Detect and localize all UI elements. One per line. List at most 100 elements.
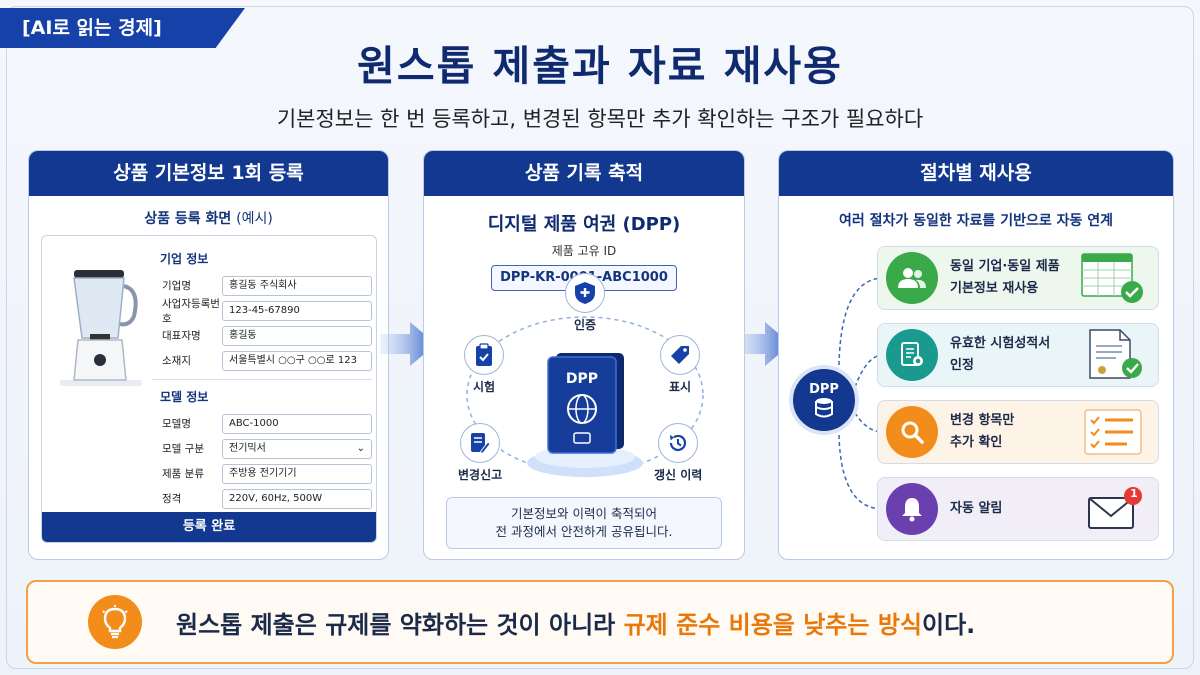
document-seal-icon (1078, 327, 1148, 383)
registration-screen-title: 상품 등록 화면 (예시) (29, 208, 388, 228)
registration-screen-title-text: 상품 등록 화면 (144, 211, 232, 227)
card-line2: 기본정보 재사용 (950, 281, 1039, 296)
passport-label: DPP (566, 371, 598, 387)
page-title: 원스톱 제출과 자료 재사용 (357, 42, 843, 90)
checklist-icon (1078, 404, 1148, 460)
node-change-label: 변경신고 (458, 468, 503, 482)
field-label: 정격 (162, 493, 182, 505)
rating-input[interactable]: 220V, 60Hz, 500W (222, 488, 372, 509)
page-subtitle: 기본정보는 한 번 등록하고, 변경된 항목만 추가 확인하는 구조가 필요하다 (276, 107, 924, 131)
card-line1: 유효한 시험성적서 (950, 336, 1051, 351)
panel-reuse: 절차별 재사용 여러 절차가 동일한 자료를 기반으로 자동 연계 DPP 동일… (778, 150, 1174, 560)
certificate-icon (886, 329, 938, 381)
business-number-input[interactable]: 123-45-67890 (222, 300, 372, 321)
note-line1: 기본정보와 이력이 축적되어 (511, 506, 657, 521)
lightbulb-icon (88, 595, 142, 649)
model-name-input[interactable]: ABC-1000 (222, 413, 372, 434)
accumulation-note: 기본정보와 이력이 축적되어 전 과정에서 안전하게 공유됩니다. (446, 497, 722, 549)
uid-label: 제품 고유 ID (551, 244, 617, 258)
field-row: 정격 220V, 60Hz, 500W (152, 486, 372, 511)
node-test: 시험 (464, 335, 504, 395)
reuse-card-notification: 자동 알림 1 (877, 477, 1159, 541)
tag-icon (660, 335, 700, 375)
section-company-title: 기업 정보 (160, 252, 209, 266)
submit-button[interactable]: 등록 완료 (42, 512, 376, 542)
card-line1: 동일 기업·동일 제품 (950, 259, 1060, 274)
clipboard-check-icon (464, 335, 504, 375)
spreadsheet-check-icon (1078, 250, 1148, 306)
node-renew: 갱신 이력 (654, 423, 702, 483)
company-name-input[interactable]: 홍길동 주식회사 (222, 275, 372, 296)
node-label: 표시 (660, 335, 700, 395)
field-label: 모델 구분 (162, 443, 204, 455)
notification-count: 1 (1130, 487, 1138, 500)
reuse-subtitle: 여러 절차가 동일한 자료를 기반으로 자동 연계 (839, 213, 1113, 229)
node-test-label: 시험 (472, 380, 496, 394)
conclusion-highlight: 규제 준수 비용을 낮추는 방식 (623, 610, 922, 639)
card-text: 자동 알림 (938, 498, 1078, 520)
model-type-select[interactable]: 전기믹서 ⌄ (222, 438, 372, 459)
field-row: 대표자명 홍길동 (152, 323, 372, 348)
card-line2: 인정 (950, 358, 974, 373)
conclusion-part1: 원스톱 제출 (176, 610, 295, 639)
search-icon (886, 406, 938, 458)
field-row: 기업명 홍길동 주식회사 (152, 273, 372, 298)
document-edit-icon (460, 423, 501, 463)
node-cert: 인증 (565, 273, 605, 333)
node-change: 변경신고 (458, 423, 502, 483)
product-class-input[interactable]: 주방용 전기기기 (222, 463, 372, 484)
address-input[interactable]: 서울특별시 ○○구 ○○로 123 (222, 350, 372, 371)
card-line2: 추가 확인 (950, 435, 1003, 450)
panel-accumulation: 상품 기록 축적 디지털 제품 여권 (DPP) 제품 고유 ID DPP-KR… (423, 150, 745, 560)
conclusion-part2: 은 규제를 약화하는 것이 아니라 (294, 610, 624, 639)
field-label: 기업명 (162, 280, 191, 292)
node-label-label: 표시 (668, 380, 692, 394)
arrow-right-icon (380, 322, 436, 366)
bell-icon (886, 483, 938, 535)
users-icon (886, 252, 938, 304)
note-line2: 전 과정에서 안전하게 공유됩니다. (495, 524, 673, 539)
history-icon (658, 423, 699, 463)
node-cert-label: 인증 (573, 318, 597, 332)
blender-icon (60, 270, 142, 386)
card-line1: 자동 알림 (950, 501, 1003, 516)
field-row: 모델 구분 전기믹서 ⌄ (152, 436, 372, 461)
field-label: 대표자명 (162, 330, 201, 342)
panel-registration-header: 상품 기본정보 1회 등록 (29, 151, 388, 196)
field-label: 제품 분류 (162, 468, 204, 480)
section-model-title: 모델 정보 (160, 390, 209, 404)
model-type-value: 전기믹서 (229, 442, 266, 454)
dpp-hub: DPP (789, 365, 859, 435)
passport-icon: DPP (547, 353, 624, 454)
dpp-title: 디지털 제품 여권 (DPP) (487, 214, 681, 235)
chevron-down-icon: ⌄ (356, 442, 365, 454)
field-row: 제품 분류 주방용 전기기기 (152, 461, 372, 486)
series-tag: [AI로 읽는 경제] (0, 8, 245, 48)
panel-reuse-header: 절차별 재사용 (779, 151, 1173, 196)
shield-plus-icon (565, 273, 605, 313)
card-line1: 변경 항목만 (950, 413, 1015, 428)
divider (152, 379, 372, 380)
field-label: 사업자등록번호 (162, 297, 220, 325)
ceo-name-input[interactable]: 홍길동 (222, 325, 372, 346)
registration-screen-note: (예시) (236, 211, 273, 227)
conclusion-banner: 원스톱 제출은 규제를 약화하는 것이 아니라 규제 준수 비용을 낮추는 방식… (26, 580, 1174, 664)
panel-accumulation-header: 상품 기록 축적 (424, 151, 744, 196)
conclusion-text: 원스톱 제출은 규제를 약화하는 것이 아니라 규제 준수 비용을 낮추는 방식… (176, 605, 975, 640)
page-frame (6, 6, 1194, 669)
arrow-right-icon (735, 322, 791, 366)
conclusion-part4: 이다. (921, 610, 976, 639)
hub-label: DPP (809, 381, 839, 397)
database-icon (815, 397, 833, 417)
